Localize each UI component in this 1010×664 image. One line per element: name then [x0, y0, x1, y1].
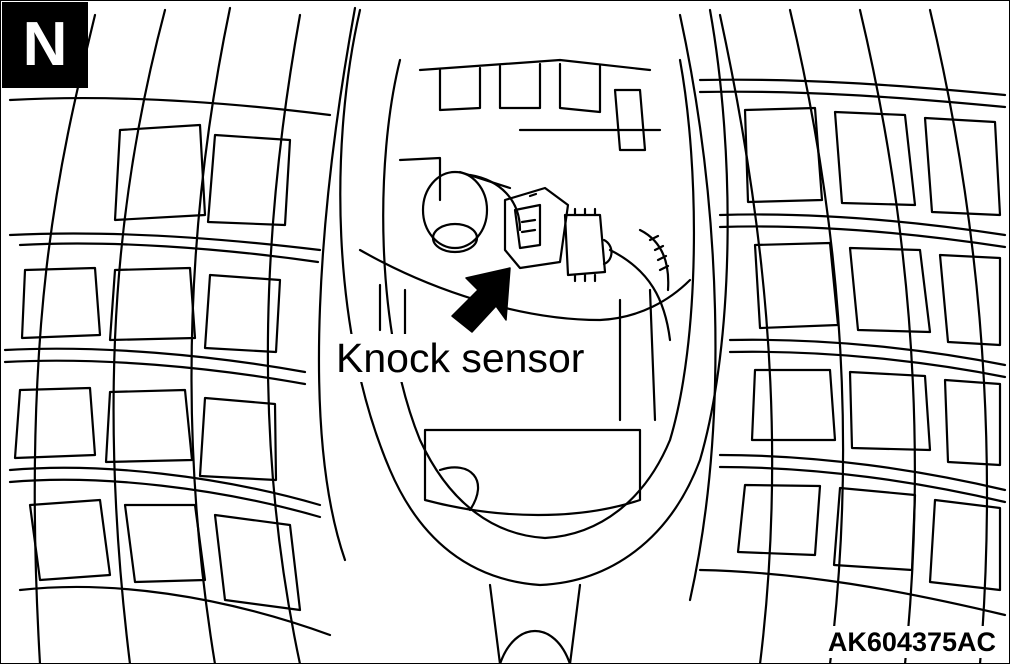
knock-sensor-label: Knock sensor — [334, 334, 587, 382]
right-runner-cage — [678, 8, 1007, 664]
knock-sensor-drawing — [421, 170, 613, 283]
figure-code: AK604375AC — [825, 626, 998, 658]
view-letter-badge: N — [2, 2, 88, 88]
left-runner-cage — [3, 6, 357, 664]
center-opening — [339, 8, 729, 664]
pointer-arrow — [451, 267, 511, 333]
